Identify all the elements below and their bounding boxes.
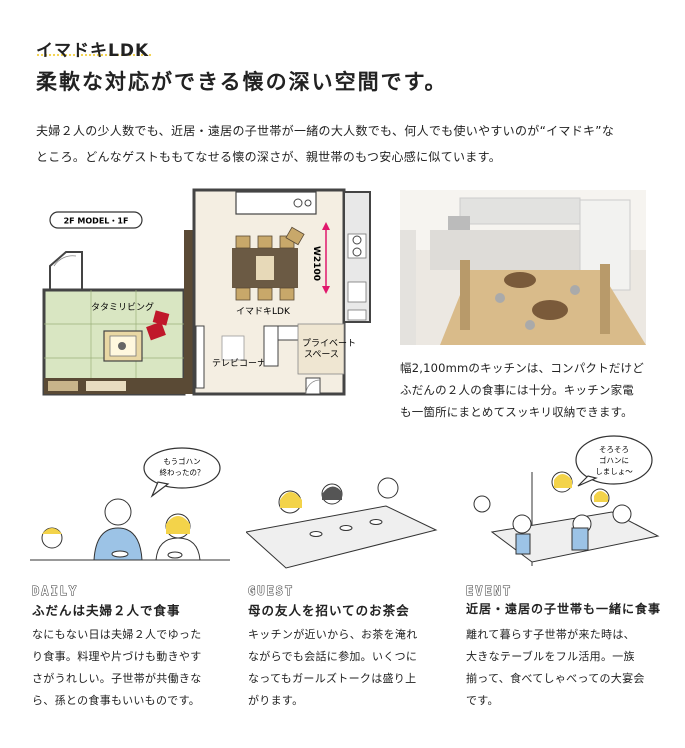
daily-bubble-line-2: 終わったの？: [160, 467, 205, 477]
event-bubble-line-1: そろそろ: [599, 445, 629, 454]
lead-line-1: 夫婦２人の少人数でも、近居・遠居の子世帯が一緒の大人数でも、何人でも使いやすいの…: [36, 124, 615, 138]
kitchen-photo: [400, 190, 646, 345]
tag-guest: GUEST: [247, 584, 295, 599]
room-label-tv: テレビコーナー: [212, 358, 275, 369]
guest-title: 母の友人を招いてのお茶会: [248, 603, 410, 618]
daily-bubble-line-1: もうゴハン: [163, 456, 200, 466]
guest-body: キッチンが近いから、お茶を淹れ ながらでも会話に参加。いくつに なってもガールズ…: [248, 624, 438, 712]
event-body: 離れて暮らす子世帯が来た時は、 大きなテーブルをフル活用。一族 揃って、食べてし…: [466, 624, 666, 712]
guest-body-line: キッチンが近いから、お茶を淹れ: [248, 628, 418, 641]
event-body-line: 揃って、食べてしゃべっての大宴会: [466, 672, 645, 685]
event-body-line: です。: [466, 694, 499, 707]
floor-plan: 2F MODEL・1F タタミリビング W2100 イマドキLDK テレビコーナ…: [42, 188, 371, 396]
photo-caption-line-3: も一箇所にまとめてスッキリ収納できます。: [400, 405, 633, 419]
event-title: 近居・遠居の子世帯も一緒に食事: [466, 602, 662, 616]
photo-caption-line-2: ふだんの２人の食事には十分。キッチン家電: [400, 383, 634, 397]
guest-illustration: [246, 477, 438, 569]
model-label: 2F MODEL・1F: [64, 217, 129, 226]
event-bubble-line-3: しましょ～: [595, 467, 633, 476]
photo-caption: 幅2,100mmのキッチンは、コンパクトだけど ふだんの２人の食事には十分。キッ…: [400, 357, 650, 423]
room-label-private: プライベートスペース: [302, 338, 356, 360]
event-bubble-line-2: ゴハンに: [599, 455, 629, 465]
lead-line-2: ところ。どんなゲストももてなせる懐の深さが、親世帯のもつ安心感に似ています。: [36, 150, 502, 164]
daily-title: ふだんは夫婦２人で食事: [32, 603, 181, 618]
event-body-line: 離れて暮らす子世帯が来た時は、: [466, 628, 635, 641]
daily-illustration: もうゴハン 終わったの？: [30, 447, 230, 561]
daily-body-line: さがうれしい。子世帯が共働きな: [32, 672, 202, 685]
daily-body-line: ら、孫との食事もいいものです。: [32, 694, 201, 707]
guest-body-line: がります。: [248, 694, 304, 707]
room-label-tatami: タタミリビング: [91, 301, 154, 313]
room-label-ldk: イマドキLDK: [236, 307, 291, 317]
event-body-line: 大きなテーブルをフル活用。一族: [466, 650, 635, 663]
event-illustration: そろそろ ゴハンに しましょ～: [473, 435, 660, 566]
daily-body-line: なにもない日は夫婦２人でゆった: [32, 628, 202, 641]
page-headline: 柔軟な対応ができる懐の深い空間です。: [36, 70, 448, 94]
section-eyebrow: イマドキLDK: [36, 36, 154, 63]
photo-caption-line-1: 幅2,100mmのキッチンは、コンパクトだけど: [400, 361, 644, 375]
daily-body: なにもない日は夫婦２人でゆった り食事。料理や片づけも動きやす さがうれしい。子…: [32, 624, 222, 712]
tag-daily: DAILY: [31, 584, 79, 599]
lead-paragraph: 夫婦２人の少人数でも、近居・遠居の子世帯が一緒の大人数でも、何人でも使いやすいの…: [36, 118, 656, 170]
guest-body-line: ながらでも会話に参加。いくつに: [248, 650, 418, 663]
dimension-label: W2100: [311, 246, 321, 281]
tag-event: EVENT: [465, 584, 513, 599]
guest-body-line: なってもガールズトークは盛り上: [248, 672, 417, 685]
daily-body-line: り食事。料理や片づけも動きやす: [32, 650, 202, 663]
